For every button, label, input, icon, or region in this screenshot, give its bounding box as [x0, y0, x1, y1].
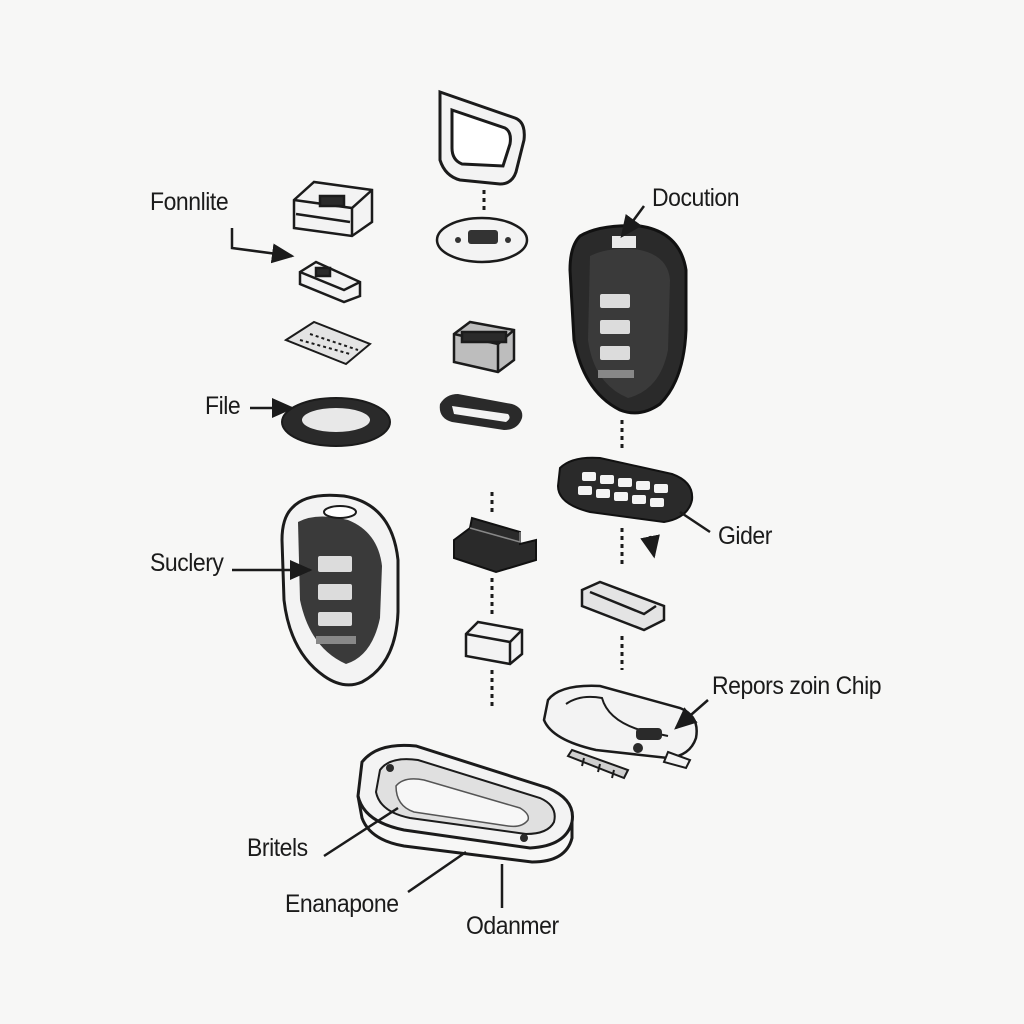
- dark-key-fob-part: [568, 224, 688, 415]
- leader-enanapone: [407, 850, 467, 894]
- label-file: File: [205, 392, 241, 420]
- dark-gasket-part: [281, 397, 391, 447]
- label-enanapone: Enanapone: [285, 890, 399, 918]
- keypad-part: [556, 456, 694, 524]
- leader-lines: [230, 205, 711, 908]
- battery-box-part: [452, 320, 516, 374]
- leader-fonnlite: [230, 228, 295, 264]
- pcb-strip-part: [283, 320, 372, 366]
- pin-strip-part: [566, 748, 630, 780]
- leader-docution: [620, 205, 646, 239]
- leader-repors-zoin-chip: [674, 699, 709, 730]
- label-suclery: Suclery: [150, 549, 224, 577]
- light-key-fob-part: [280, 493, 400, 687]
- label-odanmer: Odanmer: [466, 912, 559, 940]
- d-ring-part: [438, 89, 526, 186]
- small-tray-part: [580, 580, 666, 632]
- oval-plate-part: [435, 216, 529, 264]
- rect-frame-part: [439, 394, 523, 430]
- chip-holder-part: [542, 684, 698, 770]
- leader-britels: [323, 806, 399, 858]
- base-tray-part: [356, 743, 574, 864]
- label-docution: Docution: [652, 184, 740, 212]
- label-fonnlite: Fonnlite: [150, 188, 229, 216]
- bracket-part: [453, 516, 537, 574]
- plug-part: [298, 260, 362, 304]
- cube-part: [464, 620, 524, 666]
- leader-gider-arrow: [640, 534, 660, 559]
- label-repors-zoin-chip: Repors zoin Chip: [712, 672, 882, 700]
- label-britels: Britels: [247, 834, 308, 862]
- leader-gider: [679, 510, 711, 534]
- label-gider: Gider: [718, 522, 772, 550]
- stacked-module-part: [292, 180, 374, 238]
